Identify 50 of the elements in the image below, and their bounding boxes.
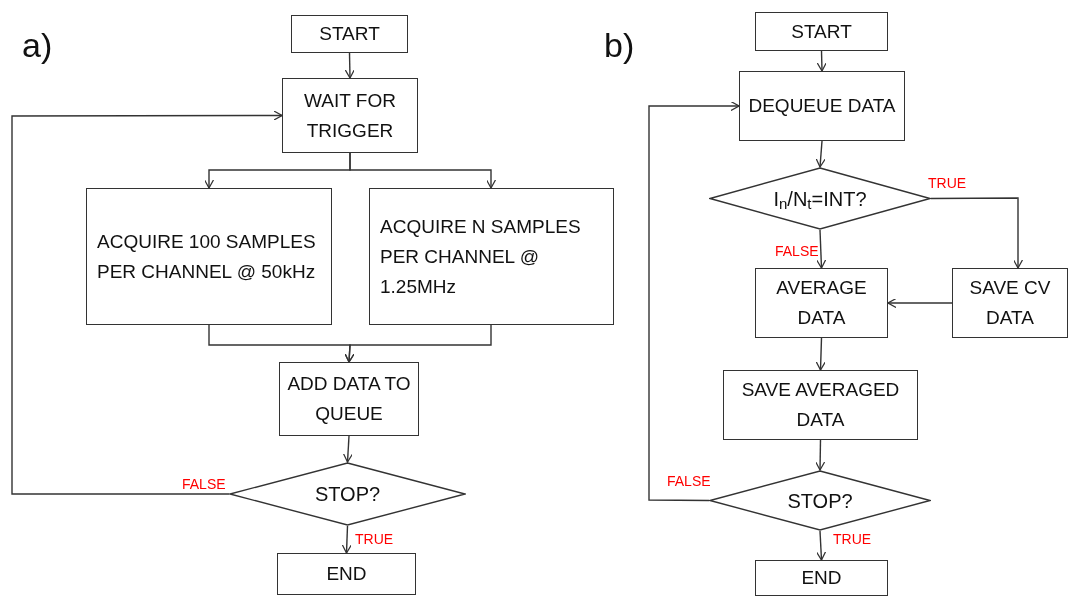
process-box [291, 15, 408, 53]
arrow [11, 110, 283, 495]
arrow [341, 525, 352, 554]
step-text: AVERAGE DATA [775, 276, 868, 330]
process-box [755, 560, 888, 596]
process-box [952, 268, 1068, 338]
step-text: END [801, 566, 842, 590]
arrow [349, 152, 497, 189]
step-text: SAVE AVERAGED DATA [740, 378, 901, 432]
process-box [86, 188, 332, 325]
step-text: END [326, 562, 367, 586]
process-box [755, 12, 888, 51]
edge-label: FALSE [667, 474, 711, 488]
process-box [369, 188, 614, 325]
edge-label: TRUE [833, 532, 872, 546]
decision-text: I$_{n}$/N$_{t}$=INT? [773, 188, 867, 209]
decision-text: STOP? [787, 490, 853, 511]
arrow [816, 50, 827, 72]
decision-text: STOP? [314, 484, 381, 504]
arrow [648, 100, 740, 502]
edge-label: FALSE [182, 477, 226, 491]
arrow [816, 229, 827, 269]
arrow [344, 324, 492, 363]
arrow [815, 439, 826, 471]
step-text: ADD DATA TO QUEUE [286, 372, 412, 426]
edge-label: TRUE [355, 532, 394, 546]
arrow [815, 337, 826, 371]
process-box [277, 553, 416, 595]
arrow [887, 297, 953, 309]
arrow [344, 52, 355, 79]
step-text: START [319, 22, 380, 46]
arrow [930, 197, 1024, 269]
panel-label: a) [22, 28, 53, 62]
step-text: START [791, 19, 852, 44]
edge-label: FALSE [775, 244, 819, 258]
panel-label: b) [604, 28, 635, 62]
arrow [342, 435, 354, 463]
step-text: ACQUIRE N SAMPLES PER CHANNEL @ 1.25MHz [380, 214, 582, 299]
step-text: DEQUEUE DATA [748, 94, 896, 118]
process-box [739, 71, 905, 141]
step-text: ACQUIRE 100 SAMPLES PER CHANNEL @ 50kHz [97, 229, 317, 284]
arrow [815, 140, 826, 168]
arrow [815, 530, 827, 561]
edge-label: TRUE [928, 176, 967, 190]
process-box [282, 78, 418, 153]
process-box [723, 370, 918, 440]
step-text: SAVE CV DATA [968, 276, 1052, 330]
process-box [755, 268, 888, 338]
step-text: WAIT FOR TRIGGER [303, 88, 397, 143]
process-box [279, 362, 419, 436]
